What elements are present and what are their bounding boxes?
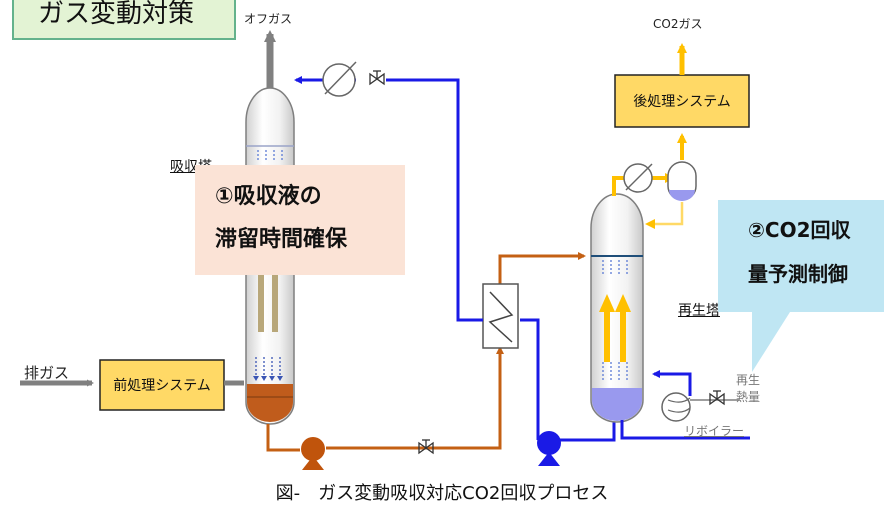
regenerator-bottom-flow-icon — [602, 362, 628, 380]
absorber-liquid — [247, 384, 293, 402]
reboiler-valve-icon — [709, 390, 725, 406]
lean-solvent-cooler-icon — [322, 61, 357, 97]
rich-solvent-line-3 — [498, 252, 586, 284]
regenerator-liquid — [592, 388, 642, 400]
overhead-condenser-icon — [623, 163, 653, 193]
figure-caption: 図- ガス変動吸収対応CO2回収プロセス — [275, 483, 609, 504]
lean-solvent-valve-icon — [369, 70, 385, 86]
page-title: ガス変動対策 — [12, 0, 236, 40]
absorber-liquid-bottom — [247, 402, 293, 422]
note2-line2: 量予測制御 — [748, 262, 848, 286]
absorber-top-flow-icon — [257, 150, 283, 162]
off-gas-label: オフガス — [244, 12, 293, 26]
lean-solvent-pump-icon — [537, 431, 561, 466]
absorber-bottom-arrowheads — [253, 376, 283, 381]
reflux-line — [645, 202, 684, 229]
regen-heat-label-2: 熱量 — [736, 390, 761, 404]
lean-solvent-line-3 — [386, 78, 483, 322]
heat-exchanger-icon — [482, 283, 519, 349]
regenerator-liquid-bottom — [592, 400, 642, 421]
pretreatment-box — [99, 359, 225, 411]
note2-line1: ②CO2回収 — [748, 218, 851, 242]
regen-heat-label-1: 再生 — [736, 373, 761, 387]
co2-gas-label: CO2ガス — [653, 17, 703, 31]
exhaust-gas-label: 排ガス — [24, 364, 70, 382]
note-predictive-control: ②CO2回収 量予測制御 — [718, 200, 884, 312]
posttreatment-label: 後処理システム — [633, 94, 731, 110]
lean-solvent-line-2 — [520, 318, 540, 440]
note2-pointer — [752, 312, 790, 372]
pretreatment-label: 前処理システム — [113, 378, 211, 394]
regenerator-gas-up-icon — [599, 294, 631, 362]
rich-solvent-valve-icon — [418, 439, 434, 455]
reboiler-icon — [661, 392, 691, 422]
rich-solvent-pump-icon — [301, 437, 325, 470]
note1-line1: ①吸収液の — [215, 184, 322, 209]
reboiler-label: リボイラー — [684, 424, 745, 438]
reboiler-return-line — [620, 420, 750, 440]
regenerator-label: 再生塔 — [678, 303, 720, 319]
rich-solvent-line-1 — [266, 424, 300, 452]
absorber-bottom-flow-icon — [255, 357, 281, 376]
note1-line2: 滞留時間確保 — [215, 227, 348, 252]
note-retention-time: ①吸収液の 滞留時間確保 — [195, 165, 405, 275]
reboiler-steam-line — [652, 370, 692, 396]
lean-solvent-line-1 — [560, 420, 616, 442]
rich-solvent-line-2 — [326, 346, 504, 450]
separator-drum-icon — [667, 161, 697, 201]
